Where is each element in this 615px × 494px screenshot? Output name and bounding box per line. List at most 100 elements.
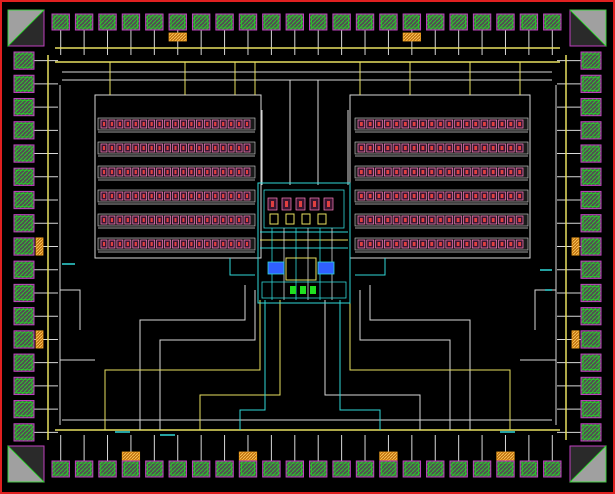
io-pad-left-3 [13, 97, 35, 117]
cell-contact [431, 170, 434, 174]
cell-contact [519, 218, 521, 222]
cell-contact [198, 170, 201, 174]
cell-contact [238, 218, 241, 222]
io-pad-bottom-4 [121, 460, 141, 478]
cell-contact [387, 194, 390, 198]
cell-contact [190, 146, 193, 150]
pad-body [13, 144, 35, 163]
pad-body [426, 13, 445, 31]
cell-contact [214, 122, 217, 126]
pad-inner-ring [15, 193, 33, 207]
corner-top-left [7, 9, 45, 47]
io-pad-right-8 [580, 214, 602, 233]
pad-inner-ring [498, 462, 513, 476]
pad-body [285, 13, 305, 31]
core-gate-3 [301, 213, 311, 225]
cell-contact [246, 218, 248, 222]
pad-inner-ring [582, 262, 600, 277]
cell-contact [238, 194, 241, 198]
cell-contact [519, 170, 521, 174]
pad-inner-ring [428, 15, 443, 29]
cell-contact [118, 194, 121, 198]
pad-inner-ring [217, 462, 232, 476]
io-pad-right-2 [580, 74, 602, 93]
cell-contact [166, 194, 169, 198]
cell-contact [369, 146, 372, 150]
cell-contact [519, 146, 521, 150]
io-pad-top-3 [98, 13, 117, 31]
corner-bottom-right [569, 445, 607, 483]
cell-contact [182, 146, 185, 150]
core-gate-4 [317, 213, 327, 225]
pad-inner-ring [475, 462, 490, 476]
cell-contact [501, 242, 504, 246]
cell-contact [158, 170, 161, 174]
pad-body [449, 460, 468, 478]
pad-inner-ring [428, 462, 443, 476]
cell-contact [238, 170, 241, 174]
cell-contact [230, 170, 233, 174]
fanout-1 [139, 285, 246, 430]
cell-contact [238, 242, 241, 246]
pad-inner-ring [15, 169, 33, 184]
fanout-4 [369, 285, 471, 430]
io-pad-right-12 [580, 307, 602, 326]
cell-contact [501, 218, 504, 222]
core-blue-block-right [317, 261, 335, 275]
pad-body [355, 460, 375, 478]
cell-contact [222, 170, 225, 174]
io-pad-bottom-11 [285, 460, 305, 478]
pad-body [51, 460, 70, 478]
core-upper-cell [263, 189, 345, 229]
pad-inner-ring [15, 76, 33, 91]
cell-contact [158, 122, 161, 126]
cell-contact [222, 218, 225, 222]
pad-inner-ring [15, 355, 33, 370]
left-array-row-5 [97, 213, 256, 229]
io-pad-right-7 [580, 190, 602, 210]
io-pad-left-14 [13, 353, 35, 372]
pad-body [580, 260, 602, 279]
pad-inner-ring [358, 15, 373, 29]
pad-body [580, 330, 602, 349]
pad-inner-ring [15, 425, 33, 440]
cell-contact [422, 122, 425, 126]
cell-contact [466, 146, 469, 150]
pad-inner-ring [582, 286, 600, 300]
corner-triangle [569, 445, 607, 483]
cell-contact [510, 146, 513, 150]
pad-inner-ring [582, 378, 600, 393]
cell-contact [126, 122, 129, 126]
io-pad-top-7 [191, 13, 211, 31]
io-pad-left-1 [13, 51, 35, 70]
cell-contact [431, 194, 434, 198]
cell-contact [118, 122, 121, 126]
cell-contact [230, 218, 233, 222]
pad-inner-ring [15, 100, 33, 115]
io-pad-bottom-18 [449, 460, 468, 478]
cell-contact [501, 122, 504, 126]
cell-contact [492, 218, 495, 222]
cell-contact [118, 170, 121, 174]
io-pad-top-9 [238, 13, 258, 31]
cell-contact [510, 122, 513, 126]
pad-body [580, 74, 602, 93]
io-pad-top-6 [168, 13, 187, 31]
pad-inner-ring [123, 15, 138, 29]
cell-contact [222, 194, 225, 198]
cell-contact [198, 122, 201, 126]
cell-contact [222, 122, 225, 126]
core-block [257, 182, 351, 304]
cell-contact [360, 218, 363, 222]
pad-body [332, 460, 351, 478]
cell-contact [457, 218, 460, 222]
cell-contact [439, 242, 442, 246]
cell-contact [413, 242, 416, 246]
pad-body [262, 460, 281, 478]
cell-contact [360, 194, 363, 198]
io-pad-top-11 [285, 13, 305, 31]
cell-contact [387, 218, 390, 222]
cell-contact [439, 194, 442, 198]
